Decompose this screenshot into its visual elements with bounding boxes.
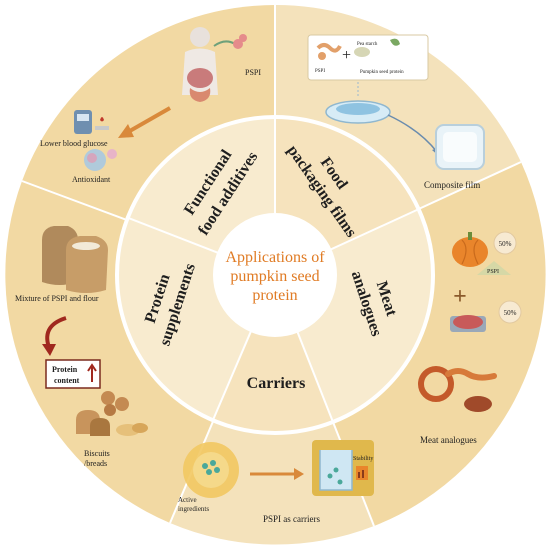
- petri-dish-icon: [325, 82, 391, 124]
- label-biscuits-1: Biscuits: [84, 449, 110, 458]
- svg-text:+: +: [342, 47, 351, 64]
- arrow-to-film: [387, 114, 438, 153]
- glucose-meter-icon: [74, 110, 109, 134]
- label-pspi-body: PSPI: [245, 68, 261, 77]
- label-mixture: Mixture of PSPI and flour: [15, 294, 99, 303]
- beaker-icon: [312, 440, 374, 496]
- label-pea-starch: Pea starch: [357, 42, 378, 47]
- center-title: Applications of pumpkin seed protein: [225, 249, 325, 304]
- label-fifty-1: 50%: [499, 240, 512, 248]
- label-carriers: Carriers: [247, 375, 306, 392]
- label-protein-content-2: content: [54, 376, 80, 385]
- pspi-powder-icon: [477, 261, 511, 275]
- label-pspi-as-carriers: PSPI as carriers: [263, 514, 320, 524]
- label-active-2: ingredients: [178, 505, 209, 513]
- label-antioxidant: Antioxidant: [72, 175, 111, 184]
- pumpkin-icon: [452, 232, 488, 267]
- meat-products-icon: [418, 366, 497, 412]
- biscuits-breads-icon: [76, 391, 148, 436]
- body-illustration: [182, 27, 247, 102]
- curved-arrow-icon: [42, 316, 67, 356]
- arrow-to-beaker: [250, 468, 304, 480]
- label-fifty-2: 50%: [504, 309, 517, 317]
- center-circle: [213, 213, 337, 337]
- label-stability: Stability: [353, 456, 373, 462]
- composite-film-icon: [435, 124, 485, 170]
- label-meat-analogues: Meat analogues: [420, 435, 477, 445]
- plus-icon: +: [453, 284, 467, 310]
- arrow-to-glucose: [118, 106, 171, 138]
- label-biscuits-2: /breads: [84, 459, 107, 468]
- label-pspi-small: PSPI: [315, 69, 325, 74]
- label-lower-blood-glucose: Lower blood glucose: [40, 139, 108, 148]
- label-composite-film: Composite film: [424, 180, 480, 190]
- packaging-ingredients: +: [307, 34, 429, 81]
- label-pspi-meat: PSPI: [487, 269, 499, 275]
- active-ingredients-icon: [183, 442, 239, 498]
- label-active-1: Active: [178, 496, 197, 504]
- center-title-line-1: Applications of: [225, 249, 325, 266]
- protein-content-box: [45, 359, 101, 389]
- antioxidant-icon: [84, 149, 117, 171]
- raw-meat-icon: [450, 315, 486, 332]
- label-protein-content-1: Protein: [52, 365, 78, 374]
- flour-sacks-icon: [42, 226, 108, 293]
- center-title-line-2: pumpkin seed: [230, 268, 319, 285]
- label-pumpkin-seed-protein: Pumpkin seed protein: [360, 70, 404, 75]
- center-title-line-3: protein: [252, 287, 297, 304]
